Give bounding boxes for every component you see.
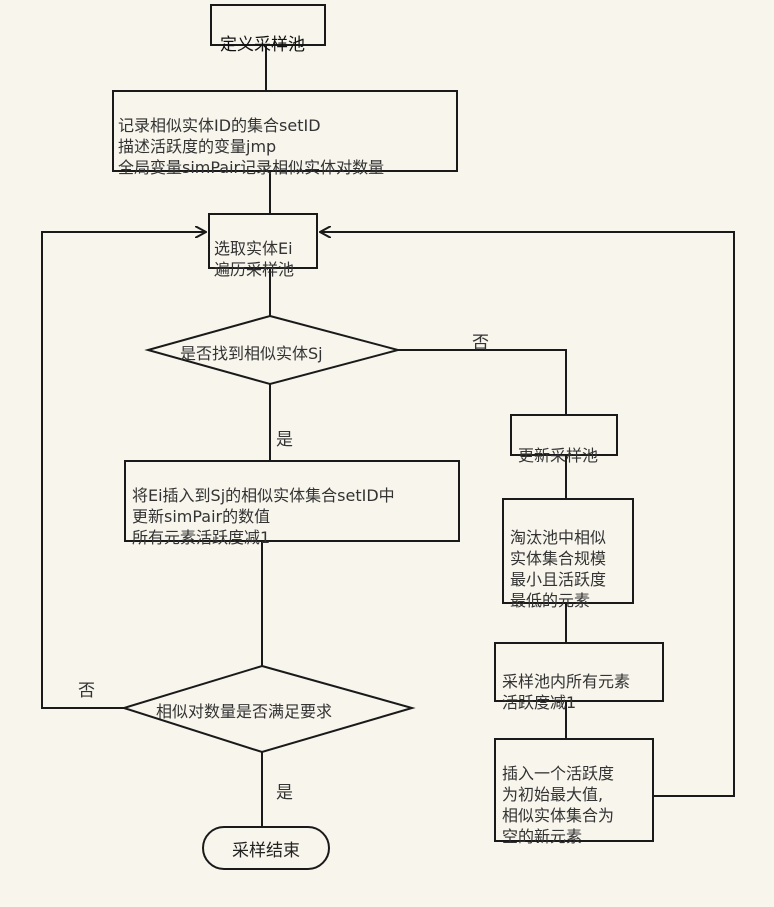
update-pool-node: 更新采样池 bbox=[510, 414, 618, 465]
end-node-label: 采样结束 bbox=[232, 840, 300, 861]
start-node: 定义采样池 bbox=[210, 4, 326, 55]
decrease-node: 采样池内所有元素 活跃度减1 bbox=[494, 642, 664, 712]
init-node-label: 记录相似实体ID的集合setID 描述活跃度的变量jmp 全局变量simPair… bbox=[118, 116, 385, 177]
eliminate-node-label: 淘汰池中相似 实体集合规模 最小且活跃度 最低的元素 bbox=[510, 528, 607, 610]
insert-new-node-label: 插入一个活跃度 为初始最大值, 相似实体集合为 空的新元素 bbox=[502, 764, 615, 846]
label-no-1: 否 bbox=[472, 333, 489, 353]
init-node: 记录相似实体ID的集合setID 描述活跃度的变量jmp 全局变量simPair… bbox=[112, 90, 458, 177]
eliminate-node: 淘汰池中相似 实体集合规模 最小且活跃度 最低的元素 bbox=[502, 498, 634, 610]
label-yes-1: 是 bbox=[276, 430, 293, 450]
label-yes-2: 是 bbox=[276, 783, 293, 803]
edge-decision1-update bbox=[398, 349, 567, 414]
edge-decision2-select bbox=[41, 232, 206, 709]
decision1-label: 是否找到相似实体Sj bbox=[180, 344, 323, 363]
edge-insertnew-select bbox=[320, 232, 735, 797]
decrease-node-label: 采样池内所有元素 活跃度减1 bbox=[502, 672, 631, 712]
select-node: 选取实体Ei 遍历采样池 bbox=[208, 213, 318, 279]
decision2-label: 相似对数量是否满足要求 bbox=[156, 702, 333, 721]
decision2-diamond bbox=[120, 664, 416, 754]
decision1-diamond bbox=[144, 314, 402, 386]
insert-new-node: 插入一个活跃度 为初始最大值, 相似实体集合为 空的新元素 bbox=[494, 738, 654, 846]
label-no-2: 否 bbox=[78, 681, 95, 701]
insert-node: 将Ei插入到Sj的相似实体集合setID中 更新simPair的数值 所有元素活… bbox=[124, 460, 460, 547]
select-node-label: 选取实体Ei 遍历采样池 bbox=[214, 239, 295, 279]
start-node-label: 定义采样池 bbox=[220, 35, 305, 55]
end-node: 采样结束 bbox=[202, 826, 330, 870]
insert-node-label: 将Ei插入到Sj的相似实体集合setID中 更新simPair的数值 所有元素活… bbox=[132, 486, 395, 547]
update-pool-label: 更新采样池 bbox=[518, 446, 599, 465]
